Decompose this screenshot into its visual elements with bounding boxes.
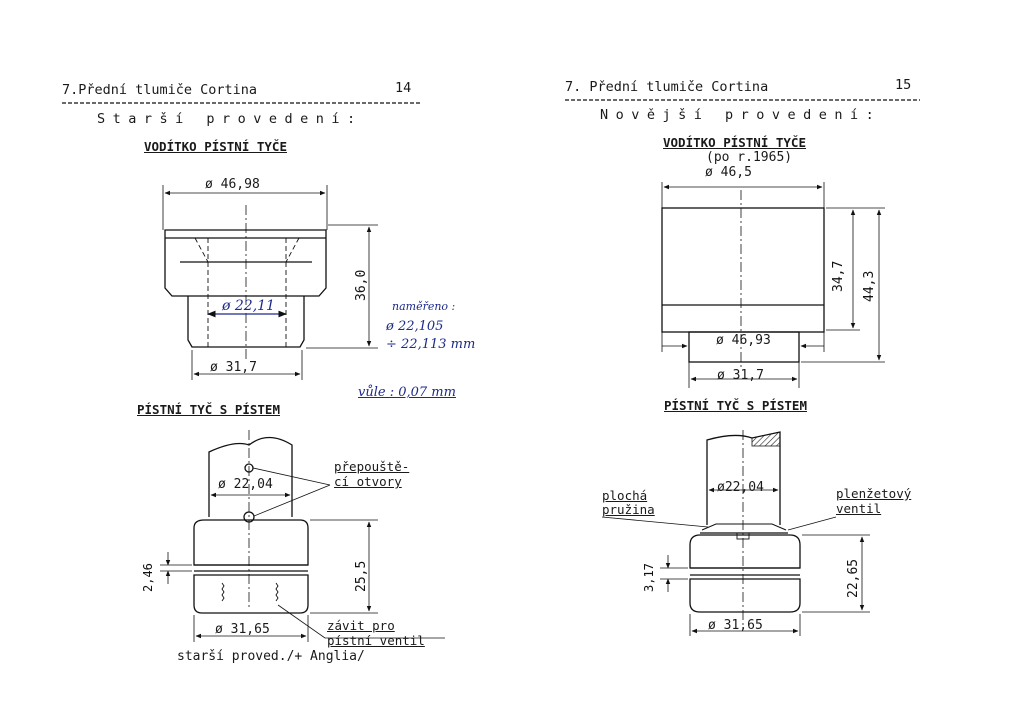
handwritten-line-3: ÷ 22,113 mm <box>386 337 476 352</box>
right-rod-label-spring-2: pružina <box>602 502 655 517</box>
right-guide-subtitle: (po r.1965) <box>706 150 793 165</box>
right-guide-dim-bottom: ø 31,7 <box>717 368 764 383</box>
right-page-number: 15 <box>895 77 912 93</box>
right-guide-dim-collar: ø 46,93 <box>716 333 771 348</box>
left-rod-dim-piston: ø 31,65 <box>215 622 270 637</box>
right-rod-label-valve-1: plenžetový <box>836 486 912 501</box>
right-rod-label-spring-1: plochá <box>602 488 648 503</box>
left-guide-title: VODÍTKO PÍSTNÍ TYČE <box>144 139 287 154</box>
left-guide-dim-top: ø 46,98 <box>205 177 260 192</box>
handwritten-line-2: ø 22,105 <box>386 319 444 334</box>
right-rod-drawing <box>601 430 870 636</box>
right-rod-title: PÍSTNÍ TYČ S PÍSTEM <box>664 398 807 413</box>
left-rod-dim-rod: ø 22,04 <box>218 477 273 492</box>
right-rod-dim-rod: ø22,04 <box>717 480 764 495</box>
handwritten-line-1: naměřeno : <box>392 300 456 313</box>
left-rod-title: PÍSTNÍ TYČ S PÍSTEM <box>137 402 280 417</box>
right-rod-dim-height: 22,65 <box>846 558 861 598</box>
right-rod-dim-gap: 3,17 <box>642 563 656 592</box>
right-guide-drawing <box>661 182 885 388</box>
right-guide-dim-top: ø 46,5 <box>705 165 752 180</box>
right-subtitle: Novější provedení: <box>600 107 882 123</box>
left-guide-drawing <box>162 185 378 380</box>
right-header-title: 7. Přední tlumiče Cortina <box>565 79 769 95</box>
left-rod-dim-height: 25,5 <box>354 560 369 592</box>
left-rod-label-thread-2: pístní ventil <box>327 633 425 648</box>
left-guide-dim-height: 36,0 <box>354 269 369 301</box>
left-header-title: 7.Přední tlumiče Cortina <box>62 82 258 98</box>
right-rod-label-valve-2: ventil <box>836 501 882 516</box>
left-guide-dim-bore: ø 22,11 <box>222 298 275 314</box>
left-page-number: 14 <box>395 80 412 96</box>
left-subtitle: Starší provedení: <box>97 111 363 127</box>
right-guide-title: VODÍTKO PÍSTNÍ TYČE <box>663 135 806 150</box>
right-rod-dim-piston: ø 31,65 <box>708 618 763 633</box>
handwritten-line-4: vůle : 0,07 mm <box>358 385 456 400</box>
right-guide-dim-inner-height: 34,7 <box>831 260 846 292</box>
left-rod-label-holes-2: cí otvory <box>334 474 402 489</box>
left-rod-label-thread-1: závit pro <box>327 618 395 633</box>
left-guide-dim-bottom: ø 31,7 <box>210 360 257 375</box>
left-rod-dim-gap: 2,46 <box>141 563 155 592</box>
right-guide-dim-total-height: 44,3 <box>862 270 877 302</box>
left-rod-drawing <box>160 430 445 642</box>
left-rod-label-holes-1: přepouště- <box>334 459 410 474</box>
left-rod-footnote: starší proved./+ Anglia/ <box>177 649 365 664</box>
